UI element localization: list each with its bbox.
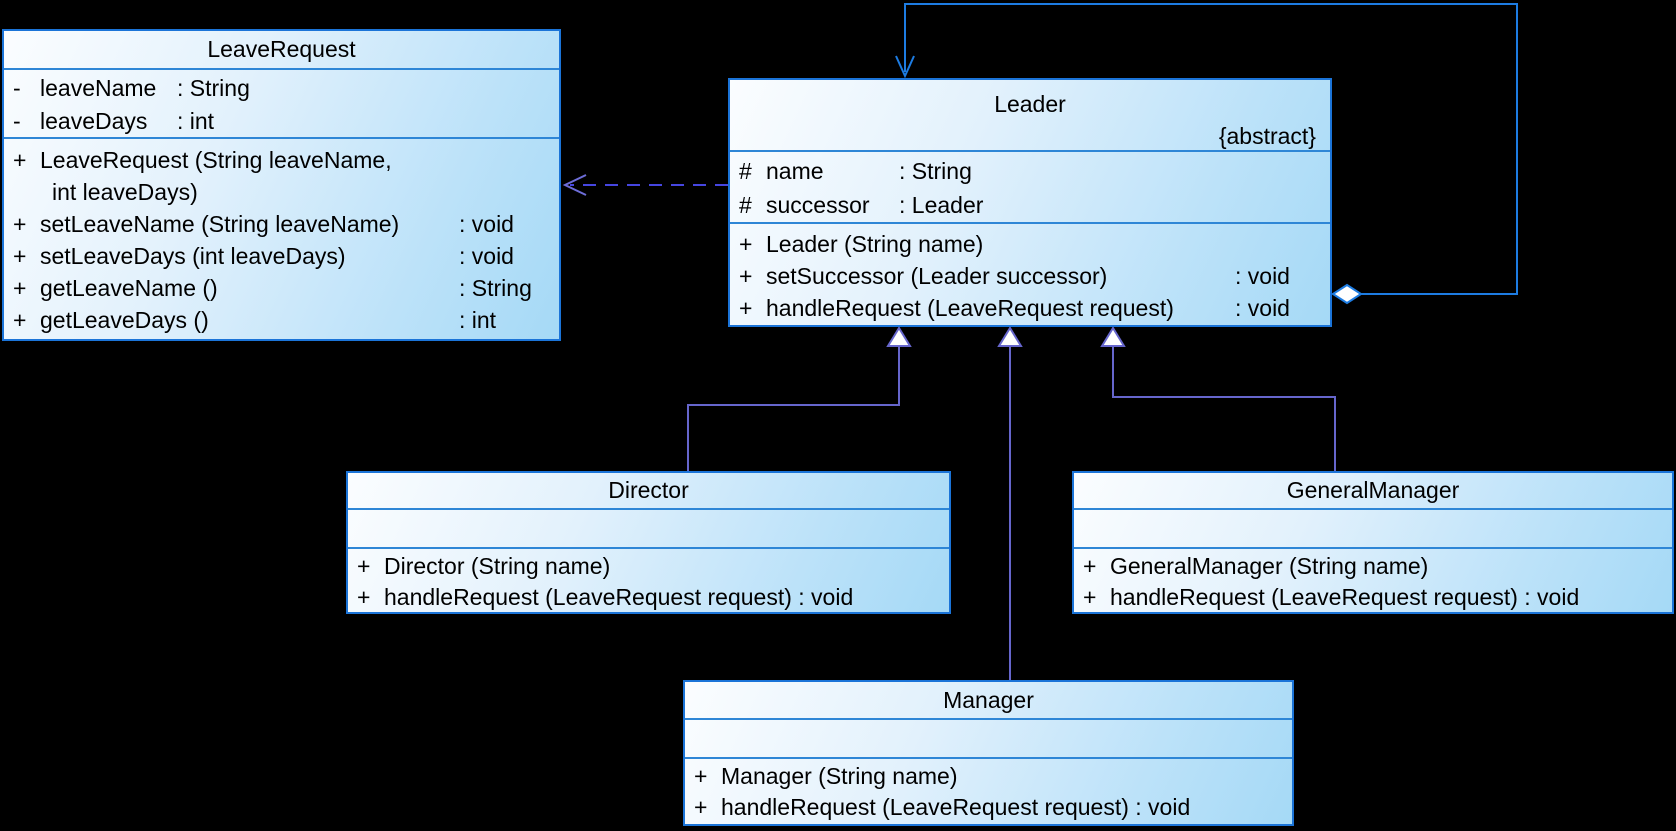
- operation-signature: getLeaveDays (): [40, 307, 209, 333]
- class-box-manager: Manager + Manager (String name) + handleRe…: [683, 680, 1294, 826]
- operation-signature: Leader (String name): [766, 231, 984, 257]
- class-box-generalmanager: GeneralManager + GeneralManager (String n…: [1072, 471, 1674, 614]
- operation-row: + getLeaveDays () : int: [4, 304, 559, 336]
- operation-signature: handleRequest (LeaveRequest request) : v…: [1110, 584, 1580, 610]
- operation-signature: handleRequest (LeaveRequest request) : v…: [721, 794, 1191, 820]
- operations-compartment: + Director (String name) + handleRequest (…: [348, 547, 949, 613]
- visibility-symbol: #: [739, 158, 752, 184]
- generalization-generalmanager-leader: [1112, 346, 1336, 471]
- operation-row: + getLeaveName () : String: [4, 272, 559, 304]
- class-title: Director: [608, 477, 689, 503]
- visibility-symbol: -: [13, 108, 21, 134]
- class-box-director: Director + Director (String name) + handle…: [346, 471, 951, 614]
- operations-compartment: + Leader (String name) + setSuccessor (Lea…: [730, 222, 1330, 325]
- attribute-name: name: [766, 158, 824, 184]
- operation-signature: int leaveDays): [52, 179, 198, 205]
- class-title: Manager: [943, 687, 1034, 713]
- operation-signature: Director (String name): [384, 553, 611, 579]
- operation-row: + Manager (String name): [685, 761, 1292, 792]
- attribute-type: : String: [177, 75, 250, 101]
- attribute-row: -leaveDays : int: [4, 105, 559, 137]
- attribute-type: : String: [899, 158, 972, 184]
- visibility-symbol: #: [739, 192, 752, 218]
- attribute-row: -leaveName : String: [4, 72, 559, 105]
- hollow-diamond: [1331, 283, 1363, 305]
- operation-row: + setLeaveDays (int leaveDays) : void: [4, 240, 559, 272]
- visibility-symbol: +: [13, 275, 27, 301]
- operation-signature: GeneralManager (String name): [1110, 553, 1429, 579]
- class-title: GeneralManager: [1286, 477, 1460, 503]
- operation-row-continuation: int leaveDays): [4, 176, 559, 208]
- operation-row: + handleRequest (LeaveRequest request) : v…: [730, 292, 1330, 324]
- operation-row: + GeneralManager (String name): [1074, 551, 1672, 582]
- attributes-compartment-empty: [685, 718, 1292, 757]
- visibility-symbol: -: [13, 75, 21, 101]
- operation-signature: handleRequest (LeaveRequest request) : v…: [384, 584, 854, 610]
- visibility-symbol: +: [13, 243, 27, 269]
- operation-row: + Director (String name): [348, 551, 949, 582]
- attributes-compartment-empty: [1074, 508, 1672, 547]
- operation-signature: getLeaveName (): [40, 275, 218, 301]
- operation-row: + LeaveRequest (String leaveName,: [4, 144, 559, 176]
- operation-signature: handleRequest (LeaveRequest request): [766, 295, 1174, 321]
- open-arrowhead-down: [895, 55, 915, 79]
- abstract-stereotype: {abstract}: [1218, 123, 1316, 149]
- operation-return-type: : void: [459, 243, 514, 269]
- operations-compartment: + Manager (String name) + handleRequest (L…: [685, 757, 1292, 823]
- visibility-symbol: +: [13, 307, 27, 333]
- attribute-type: : int: [177, 108, 215, 134]
- operations-compartment: + GeneralManager (String name) + handleReq…: [1074, 547, 1672, 613]
- operation-return-type: : void: [1235, 295, 1290, 321]
- attributes-compartment: # name : String # successor : Leader: [730, 150, 1330, 222]
- attribute-name: leaveDays: [40, 108, 148, 134]
- visibility-symbol: +: [1083, 553, 1097, 579]
- operation-row: + Leader (String name): [730, 228, 1330, 260]
- class-title: LeaveRequest: [207, 36, 356, 62]
- generalization-director-leader: [687, 346, 900, 471]
- attribute-type: : Leader: [899, 192, 984, 218]
- visibility-symbol: +: [357, 553, 371, 579]
- operations-compartment: + LeaveRequest (String leaveName, int lea…: [4, 137, 559, 339]
- operation-row: + setLeaveName (String leaveName) : void: [4, 208, 559, 240]
- open-arrowhead-left: [562, 174, 587, 196]
- operation-return-type: : int: [459, 307, 497, 333]
- visibility-symbol: +: [739, 263, 753, 289]
- operation-row: + setSuccessor (Leader successor) : void: [730, 260, 1330, 292]
- visibility-symbol: +: [13, 147, 27, 173]
- visibility-symbol: +: [1083, 584, 1097, 610]
- operation-row: + handleRequest (LeaveRequest request) : …: [685, 792, 1292, 823]
- operation-signature: Manager (String name): [721, 763, 958, 789]
- visibility-symbol: +: [13, 211, 27, 237]
- class-box-leader: Leader {abstract} # name : String # success…: [728, 78, 1332, 327]
- operation-signature: setSuccessor (Leader successor): [766, 263, 1108, 289]
- operation-return-type: : void: [459, 211, 514, 237]
- operation-signature: LeaveRequest (String leaveName,: [40, 147, 392, 173]
- operation-signature: setLeaveName (String leaveName): [40, 211, 400, 237]
- class-title: Leader: [994, 91, 1066, 117]
- hollow-triangle-arrowhead: [997, 326, 1023, 347]
- visibility-symbol: +: [694, 763, 708, 789]
- attribute-row: # name : String: [730, 154, 1330, 188]
- attributes-compartment-empty: [348, 508, 949, 547]
- visibility-symbol: +: [739, 295, 753, 321]
- class-box-leaverequest: LeaveRequest -leaveName : String -leaveDa…: [2, 29, 561, 341]
- operation-row: + handleRequest (LeaveRequest request) : …: [348, 582, 949, 613]
- hollow-triangle-arrowhead: [886, 326, 912, 347]
- operation-row: + handleRequest (LeaveRequest request) : …: [1074, 582, 1672, 613]
- operation-return-type: : String: [459, 275, 532, 301]
- class-title-compartment: Leader {abstract}: [730, 80, 1330, 150]
- attribute-row: # successor : Leader: [730, 188, 1330, 222]
- operation-signature: setLeaveDays (int leaveDays): [40, 243, 346, 269]
- visibility-symbol: +: [739, 231, 753, 257]
- attributes-compartment: -leaveName : String -leaveDays : int: [4, 68, 559, 137]
- hollow-triangle-arrowhead: [1100, 326, 1126, 347]
- attribute-name: successor: [766, 192, 870, 218]
- operation-return-type: : void: [1235, 263, 1290, 289]
- visibility-symbol: +: [694, 794, 708, 820]
- attribute-name: leaveName: [40, 75, 157, 101]
- visibility-symbol: +: [357, 584, 371, 610]
